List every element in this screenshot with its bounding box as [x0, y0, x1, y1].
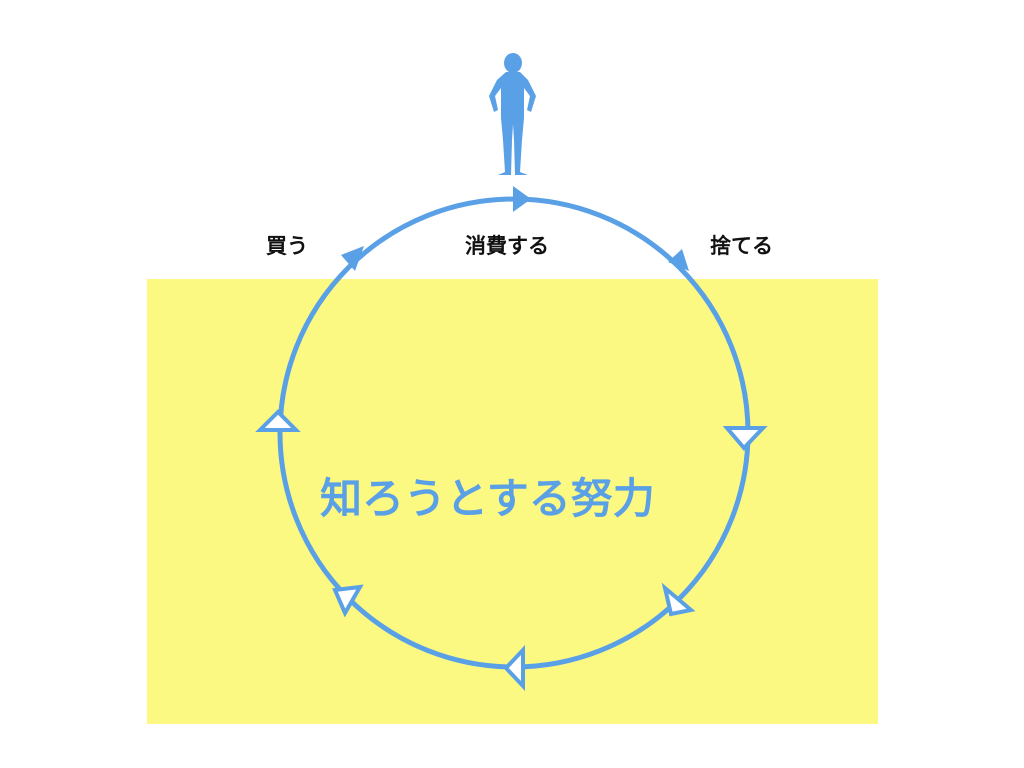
arrow-upper-left [341, 246, 364, 271]
arrow-right [722, 426, 768, 451]
arrow-bottom [503, 644, 525, 692]
arrow-left [255, 409, 301, 432]
step-consume-label: 消費する [465, 234, 549, 258]
arrow-lower-left [332, 584, 364, 618]
center-text: 知ろうとする努力 [320, 474, 655, 523]
person-standing-icon [489, 53, 536, 175]
arrow-upper-right [668, 249, 689, 271]
step-discard-label: 捨てる [710, 234, 773, 258]
step-buy-label: 買う [266, 234, 308, 258]
arrow-lower-right [661, 582, 696, 617]
arrow-top [513, 186, 531, 212]
hidden-area [147, 279, 878, 724]
